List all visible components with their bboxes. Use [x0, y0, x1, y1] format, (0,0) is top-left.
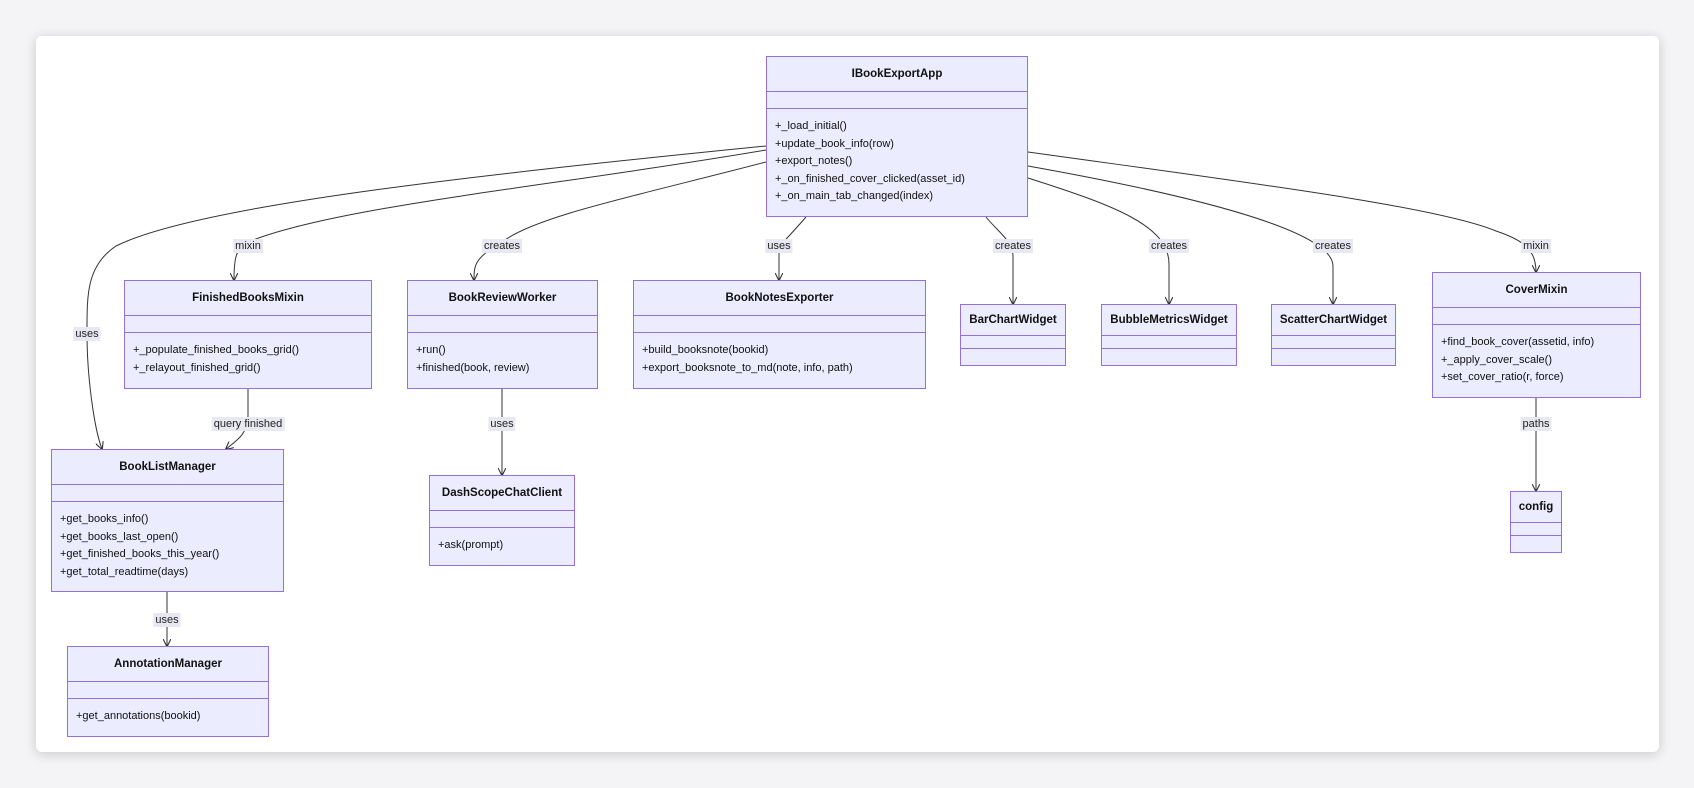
relation-label: paths — [1520, 417, 1552, 431]
class-method: +_populate_finished_books_grid() — [133, 344, 300, 356]
relation-label: uses — [765, 239, 793, 253]
class-name: BookReviewWorker — [408, 281, 597, 316]
class-method: +get_books_last_open() — [60, 530, 179, 543]
class-attributes — [125, 316, 371, 333]
class-methods: +run() +finished(book, review) — [408, 333, 597, 383]
class-attributes — [52, 485, 283, 502]
class-method: +finished(book, review) — [416, 361, 530, 374]
relation-label: creates — [481, 239, 523, 253]
relation-edge-app-finished — [234, 149, 767, 280]
class-name: FinishedBooksMixin — [125, 281, 371, 316]
class-methods: +build_booksnote(bookid) +export_booksnot… — [634, 333, 925, 383]
relation-label: creates — [1312, 239, 1354, 253]
relation-edge-app-bubble — [1027, 177, 1169, 304]
relation-label: query finished — [211, 417, 285, 431]
class-annotationmanager: AnnotationManager +get_annotations(booki… — [67, 646, 269, 737]
class-covermixin: CoverMixin +find_book_cover(assetid, inf… — [1432, 272, 1641, 398]
class-method: +_on_finished_cover_clicked(asset_id) — [775, 172, 965, 185]
diagram-canvas: IBookExportApp +_load_initial() +update_b… — [36, 36, 1659, 752]
class-method: +export_booksnote_to_md(note, info, path… — [642, 361, 853, 374]
class-method: +get_finished_books_this_year() — [60, 548, 220, 560]
class-attributes — [68, 682, 268, 699]
class-name: AnnotationManager — [68, 647, 268, 682]
class-method: +update_book_info(row) — [775, 137, 894, 150]
class-method: +get_total_readtime(days) — [60, 565, 189, 578]
class-method: +_apply_cover_scale() — [1441, 353, 1552, 366]
class-name: config — [1511, 492, 1561, 523]
class-method: +_relayout_finished_grid() — [133, 361, 261, 374]
class-methods — [1272, 349, 1395, 360]
relation-label: creates — [992, 239, 1034, 253]
class-attributes — [1102, 336, 1236, 349]
class-method: +export_notes() — [775, 155, 853, 167]
class-name: BookListManager — [52, 450, 283, 485]
relation-edge-app-review — [474, 161, 767, 280]
class-name: DashScopeChatClient — [430, 476, 574, 511]
class-finishedbooksmixin: FinishedBooksMixin +_populate_finished_b… — [124, 280, 372, 389]
relation-edge-app-cover — [1027, 151, 1536, 272]
class-ibookexportapp: IBookExportApp +_load_initial() +update_b… — [766, 56, 1028, 217]
class-booknotesexporter: BookNotesExporter +build_booksnote(booki… — [633, 280, 926, 389]
class-methods — [1511, 536, 1561, 547]
relation-label: mixin — [1521, 239, 1551, 253]
class-method: +_load_initial() — [775, 120, 847, 132]
relation-label: uses — [73, 327, 101, 341]
relation-edge-app-booklist — [86, 145, 767, 449]
class-name: BubbleMetricsWidget — [1102, 305, 1236, 336]
class-method: +ask(prompt) — [438, 539, 504, 551]
class-method: +_on_main_tab_changed(index) — [775, 190, 934, 202]
class-bubblemetricswidget: BubbleMetricsWidget — [1101, 304, 1237, 366]
class-method: +get_books_info() — [60, 513, 149, 525]
class-name: IBookExportApp — [767, 57, 1027, 92]
class-name: ScatterChartWidget — [1272, 305, 1395, 336]
class-scatterchartwidget: ScatterChartWidget — [1271, 304, 1396, 366]
class-name: CoverMixin — [1433, 273, 1640, 308]
class-barchartwidget: BarChartWidget — [960, 304, 1066, 366]
class-booklistmanager: BookListManager +get_books_info()+get_bo… — [51, 449, 284, 592]
relation-edge-app-scatter — [1027, 165, 1333, 304]
class-attributes — [961, 336, 1065, 349]
class-name: BookNotesExporter — [634, 281, 925, 316]
class-attributes — [1433, 308, 1640, 325]
class-method: +get_annotations(bookid) — [76, 710, 201, 722]
class-bookreviewworker: BookReviewWorker +run() +finished(book, r… — [407, 280, 598, 389]
class-methods: +get_books_info() +get_books_last_open() +… — [52, 502, 283, 587]
class-methods — [961, 349, 1065, 360]
class-attributes — [767, 92, 1027, 109]
relation-label: creates — [1148, 239, 1190, 253]
class-methods: +get_annotations(bookid) — [68, 699, 268, 732]
class-name: BarChartWidget — [961, 305, 1065, 336]
class-methods — [1102, 349, 1236, 360]
class-attributes — [634, 316, 925, 333]
class-dashscopechatclient: DashScopeChatClient +ask(prompt) — [429, 475, 575, 566]
class-methods: +_load_initial() +update_book_info(row) +e… — [767, 109, 1027, 212]
class-methods: +_populate_finished_books_grid() +_relayo… — [125, 333, 371, 383]
class-method: +build_booksnote(bookid) — [642, 344, 769, 356]
class-config: config — [1510, 491, 1562, 553]
class-methods: +find_book_cover(assetid, info) +_apply_c… — [1433, 325, 1640, 393]
relation-label: uses — [488, 417, 516, 431]
relation-edge-finished-booklist — [226, 389, 249, 449]
class-method: +set_cover_ratio(r, force) — [1441, 371, 1564, 383]
class-method: +run() — [416, 344, 446, 356]
relation-label: mixin — [233, 239, 263, 253]
class-attributes — [430, 511, 574, 528]
class-attributes — [1272, 336, 1395, 349]
class-methods: +ask(prompt) — [430, 528, 574, 561]
class-attributes — [408, 316, 597, 333]
relation-label: uses — [153, 613, 181, 627]
class-attributes — [1511, 523, 1561, 536]
relation-edge-app-bar — [985, 216, 1013, 304]
class-method: +find_book_cover(assetid, info) — [1441, 336, 1595, 348]
